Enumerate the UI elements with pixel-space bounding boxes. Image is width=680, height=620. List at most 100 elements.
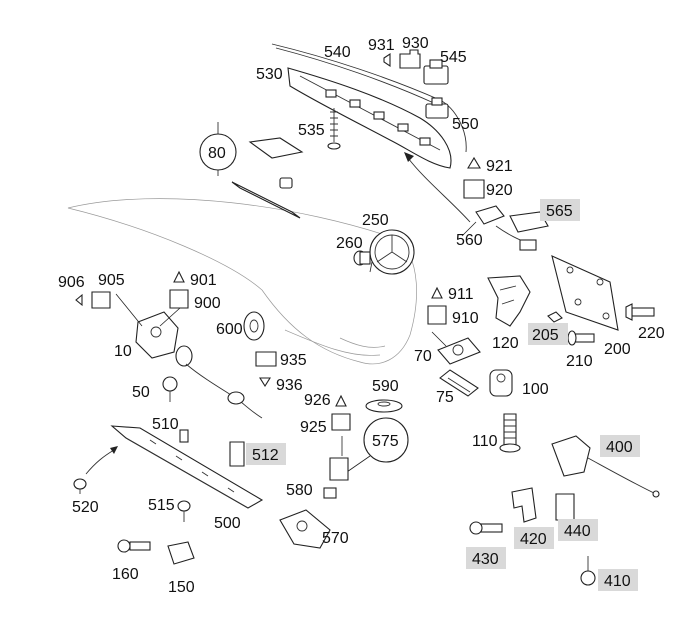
part-575-callout bbox=[343, 417, 409, 475]
label-50: 50 bbox=[132, 384, 150, 401]
part-580-actuator bbox=[323, 457, 349, 499]
label-936: 936 bbox=[276, 377, 303, 394]
trunk-lid-outline bbox=[67, 198, 417, 365]
part-120-bracket bbox=[487, 275, 531, 327]
part-900-connector bbox=[169, 289, 189, 309]
label-905: 905 bbox=[98, 272, 125, 289]
part-560-module bbox=[475, 205, 537, 251]
part-110-buffer bbox=[499, 413, 521, 453]
part-75-bracket bbox=[439, 369, 479, 397]
part-150-clip bbox=[167, 541, 195, 565]
label-926: 926 bbox=[304, 392, 331, 409]
label-900: 900 bbox=[194, 295, 221, 312]
part-200-plate bbox=[551, 255, 619, 331]
part-926-pin bbox=[335, 394, 347, 407]
part-936-pin bbox=[259, 377, 271, 388]
label-931: 931 bbox=[368, 37, 395, 54]
callout-labels: 540 931 930 545 530 550 535 80 921 920 5… bbox=[58, 35, 665, 596]
label-580: 580 bbox=[286, 482, 313, 499]
part-205-nut bbox=[547, 311, 563, 323]
label-911: 911 bbox=[448, 286, 474, 303]
highlight-440 bbox=[558, 519, 598, 541]
part-901-pin bbox=[173, 270, 185, 283]
label-510: 510 bbox=[152, 416, 179, 433]
label-575: 575 bbox=[372, 433, 399, 450]
highlight-205 bbox=[528, 323, 568, 345]
label-930: 930 bbox=[402, 35, 429, 52]
part-430-bolt bbox=[469, 521, 503, 535]
part-260-clip bbox=[353, 250, 371, 266]
arrow-560-to-530 bbox=[404, 152, 471, 223]
label-400: 400 bbox=[606, 439, 633, 456]
part-921-pin bbox=[467, 156, 481, 169]
label-10: 10 bbox=[114, 343, 132, 360]
part-925-connector bbox=[331, 413, 351, 431]
label-250: 250 bbox=[362, 212, 389, 229]
part-70-switch bbox=[437, 337, 481, 365]
part-100-actuator bbox=[489, 369, 513, 397]
label-920: 920 bbox=[486, 182, 513, 199]
label-260: 260 bbox=[336, 235, 363, 252]
label-512: 512 bbox=[252, 447, 279, 464]
part-590-grommet bbox=[365, 399, 403, 413]
part-545-switch bbox=[423, 59, 449, 85]
label-100: 100 bbox=[522, 381, 549, 398]
highlight-512 bbox=[246, 443, 286, 465]
part-540-trim-strip bbox=[271, 43, 467, 153]
label-910: 910 bbox=[452, 310, 479, 327]
label-120: 120 bbox=[492, 335, 519, 352]
part-535-screw bbox=[327, 108, 341, 150]
label-535: 535 bbox=[298, 122, 325, 139]
label-921: 921 bbox=[486, 158, 513, 175]
highlight-400 bbox=[600, 435, 640, 457]
part-210-bolt bbox=[567, 330, 595, 346]
part-250-emblem bbox=[369, 229, 415, 275]
highlight-430 bbox=[466, 547, 506, 569]
part-565-camera bbox=[509, 211, 549, 233]
label-550: 550 bbox=[452, 116, 479, 133]
part-515-screw bbox=[177, 500, 191, 522]
label-160: 160 bbox=[112, 566, 139, 583]
label-150: 150 bbox=[168, 579, 195, 596]
part-930-connector bbox=[399, 49, 421, 69]
part-512-clip bbox=[229, 441, 245, 467]
part-905-connector bbox=[91, 291, 111, 309]
part-906-pin bbox=[75, 293, 83, 307]
part-530-handle-bar bbox=[287, 67, 452, 169]
part-10-latch bbox=[135, 311, 263, 419]
part-920-connector bbox=[463, 179, 485, 199]
label-906: 906 bbox=[58, 274, 85, 291]
highlight-565 bbox=[540, 199, 580, 221]
part-931-pin bbox=[383, 52, 391, 68]
label-220: 220 bbox=[638, 325, 665, 342]
label-570: 570 bbox=[322, 530, 349, 547]
part-160-bolt bbox=[117, 539, 151, 553]
label-75: 75 bbox=[436, 389, 454, 406]
arrow-520-to-500 bbox=[85, 446, 118, 475]
label-600: 600 bbox=[216, 321, 243, 338]
part-220-bolt bbox=[625, 303, 655, 321]
part-911-pin bbox=[431, 286, 443, 299]
label-70: 70 bbox=[414, 348, 432, 365]
label-935: 935 bbox=[280, 352, 307, 369]
part-440-bracket bbox=[555, 493, 575, 521]
label-500: 500 bbox=[214, 515, 241, 532]
part-550-switch bbox=[425, 97, 449, 119]
label-80: 80 bbox=[208, 145, 226, 162]
part-80-sticker bbox=[199, 122, 304, 219]
part-600-pulley bbox=[243, 311, 265, 341]
label-210: 210 bbox=[566, 353, 593, 370]
label-430: 430 bbox=[472, 551, 499, 568]
part-510-clip bbox=[179, 429, 189, 443]
part-420-bracket bbox=[511, 487, 537, 523]
label-560: 560 bbox=[456, 232, 483, 249]
part-410-screw bbox=[580, 556, 596, 586]
label-901: 901 bbox=[190, 272, 217, 289]
label-545: 545 bbox=[440, 49, 467, 66]
part-570-lock-cylinder bbox=[279, 509, 331, 549]
label-530: 530 bbox=[256, 66, 283, 83]
label-410: 410 bbox=[604, 573, 631, 590]
highlight-410 bbox=[598, 569, 638, 591]
leader-lines bbox=[115, 221, 477, 456]
